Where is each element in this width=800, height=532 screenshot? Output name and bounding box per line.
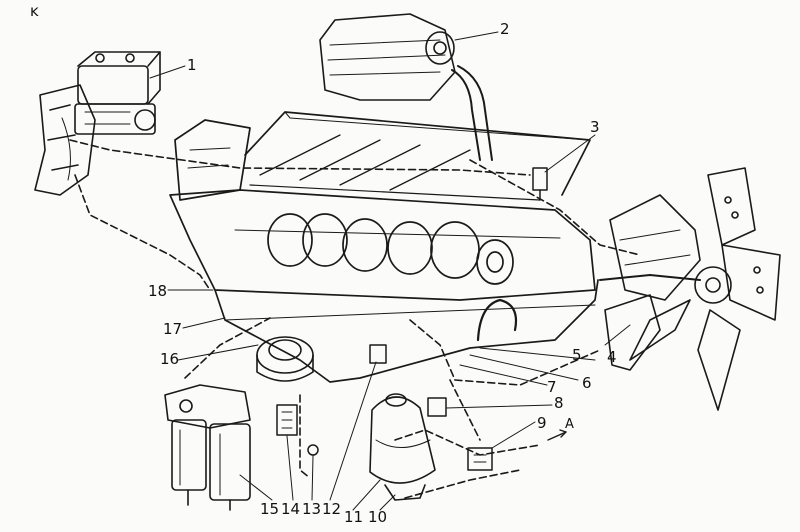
callout-14: 14 [281, 500, 300, 518]
callout-3: 3 [590, 118, 600, 136]
callout-4: 4 [607, 348, 617, 366]
pressure-sensor-icon [532, 167, 548, 201]
centrifugal-filter-icon [369, 393, 436, 501]
callout-9: 9 [537, 414, 547, 432]
callout-8: 8 [554, 394, 564, 412]
callout-7: 7 [547, 378, 557, 396]
callout-18: 18 [148, 282, 167, 300]
callout-15: 15 [260, 500, 279, 518]
compressor-icon [74, 51, 161, 135]
callout-17: 17 [163, 320, 182, 338]
valve-12 [369, 344, 387, 364]
callout-13: 13 [302, 500, 321, 518]
leader-lines [149, 31, 631, 511]
callout-10: 10 [368, 508, 387, 526]
callout-1: 1 [187, 56, 197, 74]
callout-6: 6 [582, 374, 592, 392]
arrow-a [547, 429, 567, 441]
corner-mark: ĸ [30, 2, 39, 20]
valve-9 [467, 447, 493, 471]
fan-icon [599, 167, 781, 411]
radiator-tube [476, 298, 518, 342]
callout-12: 12 [322, 500, 341, 518]
valve-13 [307, 444, 319, 456]
oil-lines [69, 139, 641, 499]
valve-8 [427, 397, 447, 417]
flywheel-housing [34, 84, 96, 196]
arrow-label-a: A [565, 417, 574, 432]
callout-2: 2 [500, 20, 510, 38]
callout-5: 5 [572, 346, 582, 364]
oil-filter-icon [164, 384, 251, 511]
oil-pump-icon [256, 336, 314, 382]
turbocharger-icon [319, 13, 493, 161]
callout-11: 11 [344, 508, 363, 526]
valve-14 [276, 404, 298, 436]
engine-block [169, 111, 599, 383]
callout-16: 16 [160, 350, 179, 368]
fan-bracket [604, 294, 661, 371]
